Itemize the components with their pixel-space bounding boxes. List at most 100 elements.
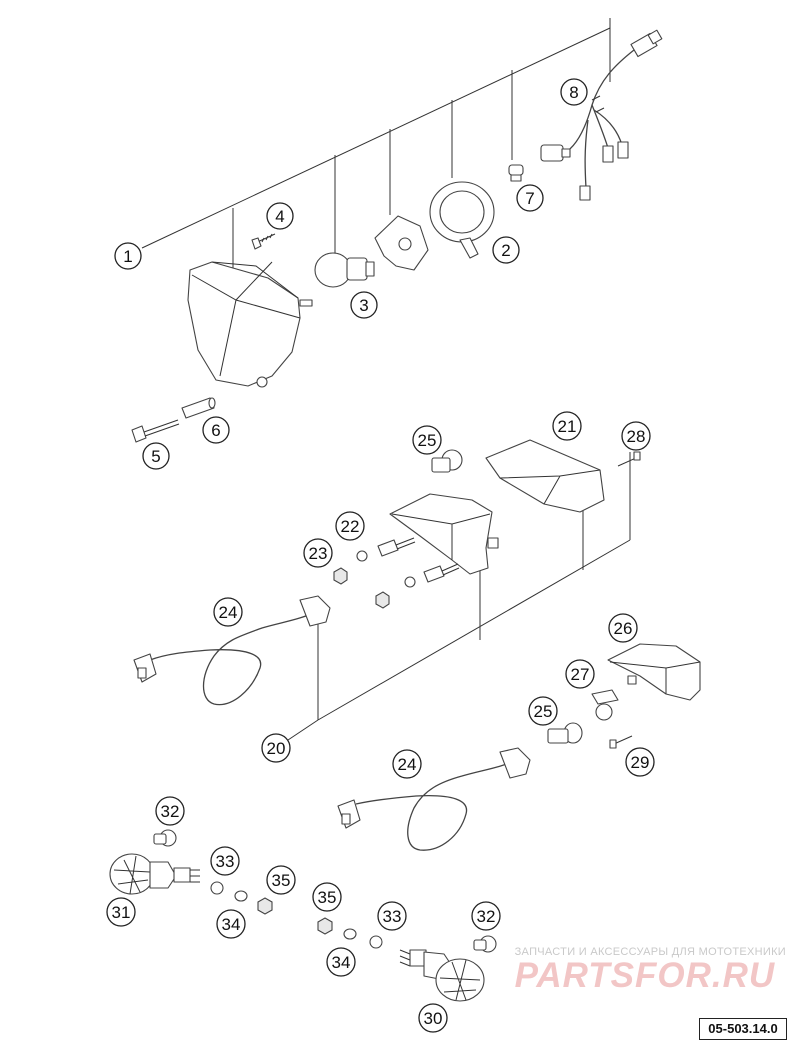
callout-8: 8 <box>560 78 588 106</box>
svg-text:25: 25 <box>418 431 437 450</box>
callout-20: 20 <box>261 733 291 763</box>
headlight-housing <box>187 261 313 388</box>
spacer-sleeve-6 <box>181 397 216 419</box>
svg-text:32: 32 <box>161 802 180 821</box>
callout-33-upper: 33 <box>210 846 240 876</box>
svg-text:33: 33 <box>383 907 402 926</box>
mounting-stud-lower <box>423 563 460 583</box>
taillight-housing <box>389 493 499 575</box>
callout-34-lower: 34 <box>326 947 356 977</box>
svg-text:22: 22 <box>341 517 360 536</box>
svg-text:5: 5 <box>151 447 160 466</box>
callout-24-lower: 24 <box>392 749 422 779</box>
parking-bulb <box>508 164 524 182</box>
callout-4: 4 <box>266 202 294 230</box>
svg-text:31: 31 <box>112 903 131 922</box>
svg-text:3: 3 <box>359 296 368 315</box>
callout-30: 30 <box>418 1003 448 1033</box>
callout-31: 31 <box>106 897 136 927</box>
signal-bulb-right <box>473 935 497 953</box>
callout-3: 3 <box>350 291 378 319</box>
callout-27: 27 <box>565 659 595 689</box>
callout-35-upper: 35 <box>266 865 296 895</box>
svg-text:21: 21 <box>558 417 577 436</box>
svg-text:28: 28 <box>627 427 646 446</box>
diagram-reference-code: 05-503.14.0 <box>699 1018 787 1040</box>
svg-text:27: 27 <box>571 665 590 684</box>
callout-35-lower: 35 <box>312 882 342 912</box>
taillight-bulb-top <box>431 449 463 473</box>
svg-text:34: 34 <box>222 915 241 934</box>
svg-text:25: 25 <box>534 702 553 721</box>
nut-35-right <box>317 917 333 935</box>
washer-33-right <box>369 935 383 949</box>
license-light-cover <box>607 643 701 701</box>
svg-text:4: 4 <box>275 207 284 226</box>
license-bulb <box>547 722 583 744</box>
svg-text:26: 26 <box>614 619 633 638</box>
callout-29: 29 <box>625 747 655 777</box>
callout-5: 5 <box>142 442 170 470</box>
cover-screw-29 <box>609 735 633 749</box>
callout-32-lower: 32 <box>471 901 501 931</box>
washer-lower <box>404 576 416 588</box>
callout-25-lower: 25 <box>528 696 558 726</box>
turn-signals <box>109 829 497 1002</box>
taillight-cable-lower <box>337 747 531 851</box>
headlight-assembly <box>131 18 663 443</box>
svg-text:33: 33 <box>216 852 235 871</box>
bulb-retainer-plate <box>374 215 429 271</box>
callout-26: 26 <box>608 613 638 643</box>
svg-text:29: 29 <box>631 753 650 772</box>
svg-text:6: 6 <box>211 421 220 440</box>
watermark-brand: PARTSFOR.RU <box>514 956 776 995</box>
turn-signal-right <box>399 949 485 1002</box>
headlight-bulb <box>314 252 375 288</box>
callout-24-upper: 24 <box>213 597 243 627</box>
callout-7: 7 <box>516 184 544 212</box>
callout-23: 23 <box>303 538 333 568</box>
callout-25-upper: 25 <box>412 425 442 455</box>
svg-text:1: 1 <box>123 247 132 266</box>
watermark: ЗАПЧАСТИ И АКСЕССУАРЫ ДЛЯ МОТОТЕХНИКИ PA… <box>515 946 786 994</box>
svg-text:34: 34 <box>332 953 351 972</box>
svg-text:8: 8 <box>569 83 578 102</box>
watermark-tagline: ЗАПЧАСТИ И АКСЕССУАРЫ ДЛЯ МОТОТЕХНИКИ <box>514 946 786 958</box>
nut-lower <box>375 591 390 609</box>
washer-upper <box>356 550 368 562</box>
headlight-screw-4 <box>251 233 276 250</box>
nut-upper <box>333 567 348 585</box>
taillight-cable-upper <box>133 595 331 706</box>
callout-28: 28 <box>621 421 651 451</box>
taillight-lens <box>485 439 605 513</box>
license-bulb-holder <box>591 689 619 721</box>
nut-35-left <box>257 897 273 915</box>
lens-screw-28 <box>617 451 641 467</box>
callout-21: 21 <box>552 411 582 441</box>
callout-34-upper: 34 <box>216 909 246 939</box>
svg-text:35: 35 <box>318 888 337 907</box>
svg-text:30: 30 <box>424 1009 443 1028</box>
lockwasher-34-right <box>343 928 357 940</box>
callout-33-lower: 33 <box>377 901 407 931</box>
callout-22: 22 <box>335 511 365 541</box>
svg-text:20: 20 <box>267 739 286 758</box>
svg-text:23: 23 <box>309 544 328 563</box>
washer-33-left <box>210 881 224 895</box>
mounting-stud-upper <box>377 537 416 557</box>
lockwasher-34-left <box>234 890 248 902</box>
callout-2: 2 <box>492 236 520 264</box>
callout-1: 1 <box>114 242 142 270</box>
svg-text:2: 2 <box>501 241 510 260</box>
bulb-ring <box>429 181 495 259</box>
turn-signal-left <box>109 853 200 895</box>
svg-text:7: 7 <box>525 189 534 208</box>
signal-bulb-left <box>153 829 177 847</box>
taillight-assembly <box>133 439 701 851</box>
callout-32-upper: 32 <box>155 796 185 826</box>
svg-text:24: 24 <box>219 603 238 622</box>
svg-text:32: 32 <box>477 907 496 926</box>
svg-text:24: 24 <box>398 755 417 774</box>
headlight-bolt-5 <box>131 419 180 443</box>
